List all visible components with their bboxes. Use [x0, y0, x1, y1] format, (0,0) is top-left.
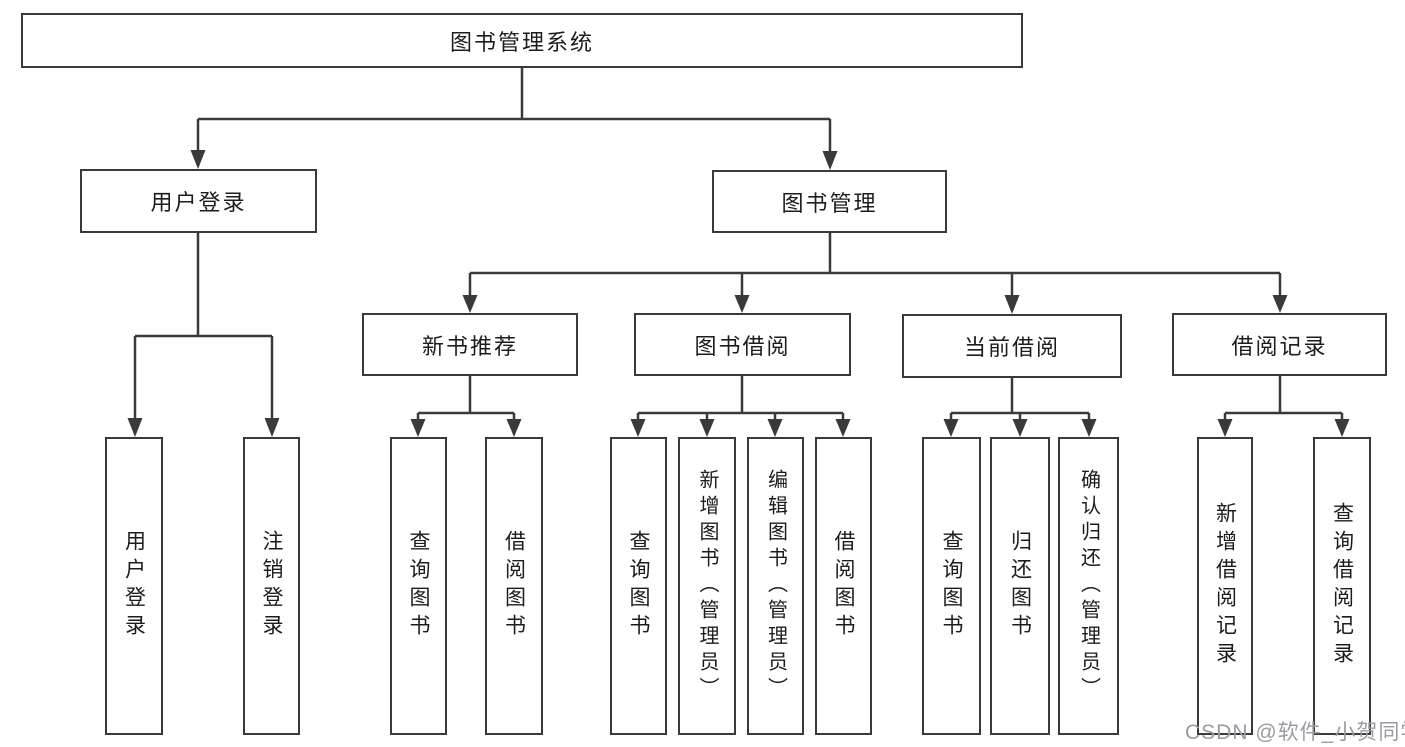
- node-leaf-query-books-current: 查询图书: [922, 437, 981, 735]
- node-new-book-recommend: 新书推荐: [362, 313, 578, 376]
- arrowhead: [264, 418, 280, 437]
- arrowhead: [1004, 295, 1020, 314]
- node-current-borrow: 当前借阅: [902, 314, 1122, 378]
- node-leaf-user-login: 用户登录: [105, 437, 163, 735]
- connector-borrow-records-to-leaves: [1217, 375, 1350, 437]
- arrowhead: [767, 419, 783, 437]
- node-leaf-add-borrow-record: 新增借阅记录: [1197, 437, 1253, 735]
- node-leaf-borrow-books: 借阅图书: [815, 437, 872, 735]
- node-leaf-logout: 注销登录: [243, 437, 300, 735]
- node-book-management: 图书管理: [712, 170, 947, 233]
- arrowhead: [835, 419, 851, 437]
- node-leaf-borrow-books-recommend: 借阅图书: [485, 437, 543, 735]
- arrowhead: [822, 151, 838, 170]
- arrowhead: [943, 419, 959, 437]
- node-borrow-records: 借阅记录: [1172, 313, 1387, 376]
- connector-book-borrow-to-leaves: [630, 375, 851, 437]
- connector-new-book-recommend-to-leaves: [410, 375, 522, 437]
- arrowhead: [734, 295, 750, 313]
- arrowhead: [699, 419, 715, 437]
- arrowhead: [1012, 419, 1028, 437]
- arrowhead: [630, 419, 646, 437]
- arrowhead: [506, 419, 522, 437]
- connector-current-borrow-to-leaves: [943, 378, 1097, 437]
- arrowhead: [410, 419, 426, 437]
- node-book-borrow: 图书借阅: [634, 313, 851, 376]
- arrowhead: [1217, 419, 1233, 437]
- node-leaf-return-book: 归还图书: [990, 437, 1050, 735]
- arrowhead: [190, 150, 206, 169]
- connector-book-management-to-level3: [462, 231, 1288, 314]
- node-leaf-query-borrow-record: 查询借阅记录: [1313, 437, 1371, 735]
- arrowhead: [462, 295, 478, 313]
- node-leaf-query-books-borrow: 查询图书: [610, 437, 667, 735]
- node-user-login: 用户登录: [80, 169, 317, 233]
- node-system-root: 图书管理系统: [21, 13, 1023, 68]
- arrowhead: [127, 418, 143, 437]
- arrowhead: [1081, 419, 1097, 437]
- node-leaf-query-books-recommend: 查询图书: [390, 437, 447, 735]
- node-leaf-confirm-return-admin: 确认归还（管理员）: [1058, 437, 1119, 735]
- csdn-watermark: CSDN @软件_小贺同学: [1185, 721, 1405, 744]
- connector-user-login-to-leaves: [127, 231, 280, 437]
- node-leaf-edit-book-admin: 编辑图书（管理员）: [747, 437, 804, 735]
- node-leaf-add-book-admin: 新增图书（管理员）: [678, 437, 736, 735]
- connector-root-to-level2: [190, 66, 838, 170]
- arrowhead: [1272, 295, 1288, 313]
- arrowhead: [1334, 419, 1350, 437]
